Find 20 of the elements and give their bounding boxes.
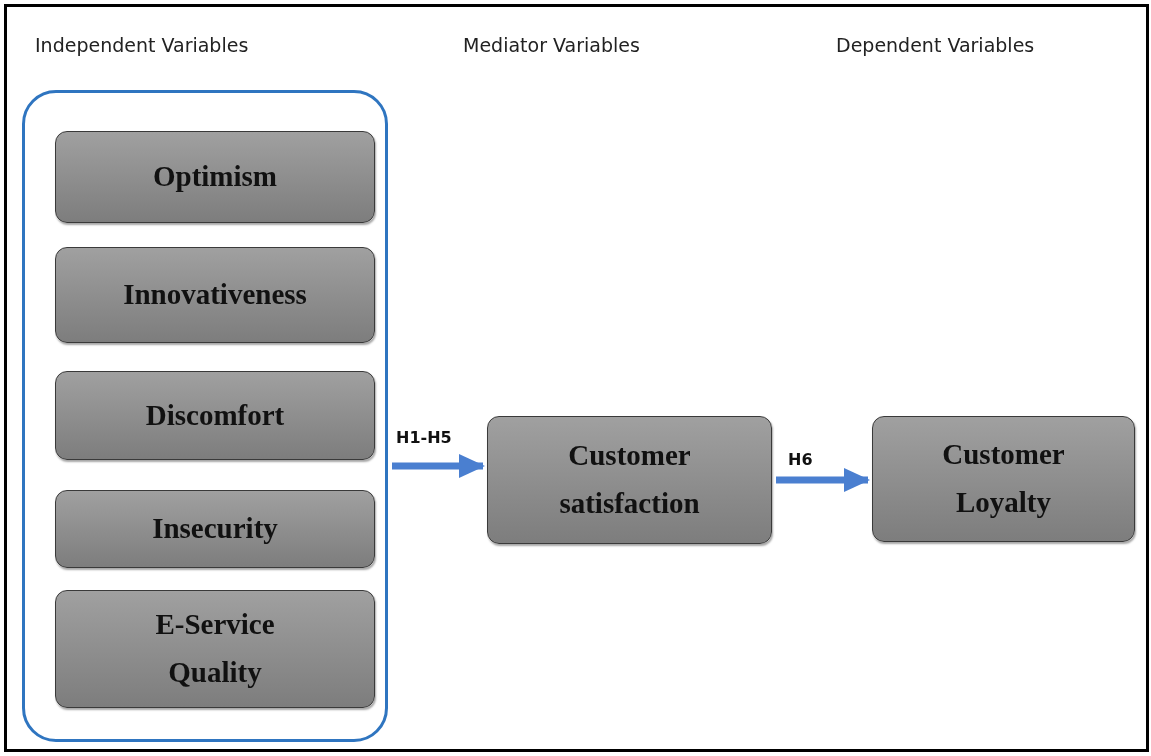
column-heading: Dependent Variables <box>836 34 1035 56</box>
variable-box <box>55 131 375 223</box>
edge-label: H6 <box>788 450 813 469</box>
variable-label: Discomfort <box>144 397 286 433</box>
column-heading: Mediator Variables <box>463 34 640 56</box>
variable-label: Insecurity <box>151 511 279 547</box>
variable-label: Customer satisfaction <box>558 438 701 521</box>
edge-label: H1-H5 <box>396 428 452 447</box>
construct-box <box>872 416 1135 542</box>
column-heading: Independent Variables <box>35 34 249 56</box>
variable-box <box>55 371 375 460</box>
variable-box <box>55 590 375 708</box>
variable-label: Innovativeness <box>122 277 308 313</box>
variable-label: E-Service Quality <box>154 607 276 690</box>
group-container <box>22 90 388 742</box>
variable-box <box>55 490 375 568</box>
variable-label: Customer Loyalty <box>941 437 1066 520</box>
construct-box <box>487 416 772 544</box>
variable-label: Optimism <box>151 159 279 195</box>
variable-box <box>55 247 375 343</box>
